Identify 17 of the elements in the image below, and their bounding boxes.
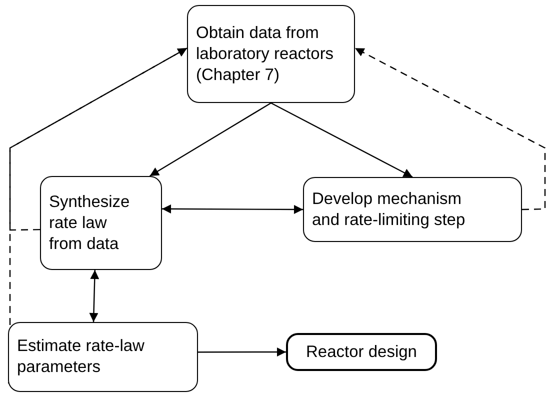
arrow bbox=[198, 348, 286, 356]
arrow bbox=[149, 102, 272, 177]
terminal-box bbox=[286, 333, 437, 371]
node-text: Reactor design bbox=[306, 342, 417, 362]
process-box bbox=[40, 176, 162, 270]
node-text: Synthesize rate law from data bbox=[49, 192, 131, 254]
node-text: Estimate rate-law parameters bbox=[17, 336, 146, 378]
arrow bbox=[89, 270, 100, 322]
process-box bbox=[187, 5, 355, 103]
arrow bbox=[270, 102, 413, 178]
arrow bbox=[162, 204, 303, 214]
node-text: Develop mechanism and rate-limiting step bbox=[312, 188, 466, 230]
process-box bbox=[303, 177, 522, 242]
dashed-arrow bbox=[354, 48, 546, 210]
node-text: Obtain data from laboratory reactors (Chapter 7) bbox=[196, 22, 335, 86]
process-box bbox=[8, 322, 198, 392]
dashed-arrow bbox=[9, 48, 188, 231]
